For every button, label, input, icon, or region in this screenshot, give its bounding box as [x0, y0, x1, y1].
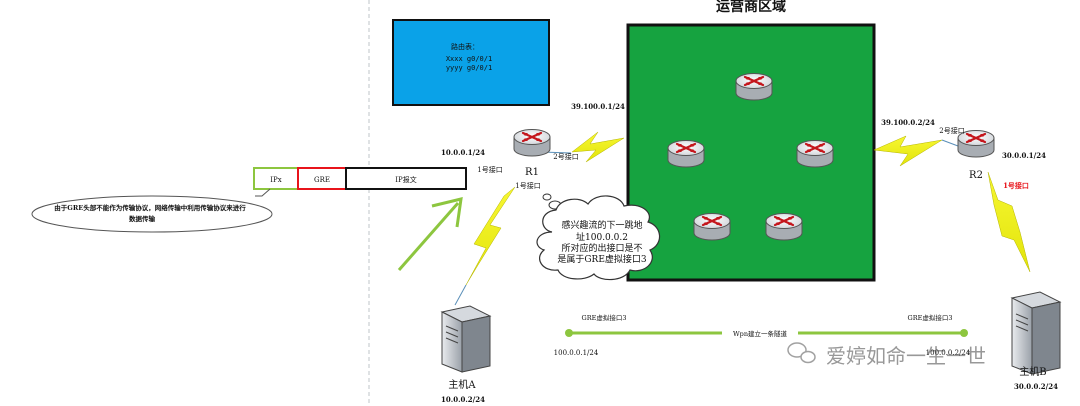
tunnel-left-ip: 100.0.0.1/24 [554, 349, 599, 357]
r2-ip-right: 30.0.0.1/24 [1002, 151, 1046, 160]
host-b-name: 主机B [1019, 365, 1046, 378]
host-b-server-icon [1010, 291, 1062, 375]
r1-port2-label: 2号接口 [553, 152, 578, 161]
thought-cloud [536, 193, 661, 281]
link-r1-carrier [571, 131, 625, 163]
router-r1-name: R1 [525, 167, 539, 178]
tunnel-endpoint [565, 329, 573, 337]
packet-gre-label: GRE [314, 176, 330, 184]
carrier-region-title: 运营商区域 [716, 0, 786, 15]
tunnel-right-label: GRE虚拟接口3 [908, 313, 953, 322]
link-carrier-r2 [873, 135, 943, 167]
routing-table-title: 路由表： [451, 42, 479, 51]
tunnel-left-label: GRE虚拟接口3 [582, 313, 627, 322]
r1-port1-label: 1号接口 [477, 165, 502, 174]
packet-ip-label: IPx [270, 176, 281, 184]
r1-ip-right: 39.100.0.1/24 [571, 102, 625, 111]
packet-payload-field [345, 167, 467, 190]
carrier-router [666, 139, 706, 169]
watermark: 爱婷如命一生一世 [787, 342, 986, 368]
carrier-region [626, 23, 876, 282]
routing-table-box [392, 19, 550, 106]
routing-table-row: Xxxx g0/0/1 [446, 55, 492, 63]
packet-note-text: 数据传输 [129, 214, 156, 223]
direction-arrow-head [431, 197, 463, 228]
link-r1-hosta [465, 186, 516, 286]
watermark-text: 爱婷如命一生一世 [826, 344, 986, 368]
r2-port1-label: 1号接口 [1003, 181, 1029, 190]
r1-port1-label: 1号接口 [515, 181, 540, 190]
carrier-router [734, 72, 774, 102]
cable [454, 284, 467, 306]
packet-note-text: 由于GRE头部不能作为传输协议，网络传输中利用传输协议来进行 [54, 203, 246, 212]
r1-ip-left: 10.0.0.1/24 [441, 148, 485, 157]
host-a-server-icon [440, 305, 492, 373]
r2-port2-label: 2号接口 [939, 126, 964, 135]
host-b-ip: 30.0.0.2/24 [1014, 382, 1058, 391]
thought-line: 是属于GRE虚拟接口3 [557, 253, 647, 265]
thought-line: 址100.0.0.2 [576, 231, 628, 243]
host-a-name: 主机A [448, 378, 476, 391]
direction-arrow [397, 202, 460, 271]
r2-ip-left: 39.100.0.2/24 [881, 118, 935, 127]
tunnel-center-label: Wpn建立一条隧道 [733, 329, 788, 338]
tunnel-right-ip: 100.0.0.2/24 [926, 349, 971, 357]
packet-payload-label: IP报文 [395, 175, 416, 184]
cable [941, 139, 959, 147]
carrier-router [795, 139, 835, 169]
packet-note-pointer [255, 188, 271, 197]
router-r2-name: R2 [969, 170, 983, 181]
carrier-router [764, 212, 804, 242]
tunnel-endpoint [960, 329, 968, 337]
carrier-router [692, 212, 732, 242]
link-r2-hostb [987, 171, 1031, 273]
host-a-ip: 10.0.0.2/24 [441, 395, 485, 404]
router-r1 [512, 128, 552, 158]
wechat-icon [787, 342, 816, 364]
thought-line: 所对应的出接口是不 [561, 242, 642, 254]
packet-note-bubble [31, 195, 273, 233]
thought-line: 感兴趣流的下一跳地 [561, 219, 642, 231]
routing-table-row: yyyy g0/0/1 [446, 64, 492, 72]
tunnel-label-bg [722, 328, 798, 338]
